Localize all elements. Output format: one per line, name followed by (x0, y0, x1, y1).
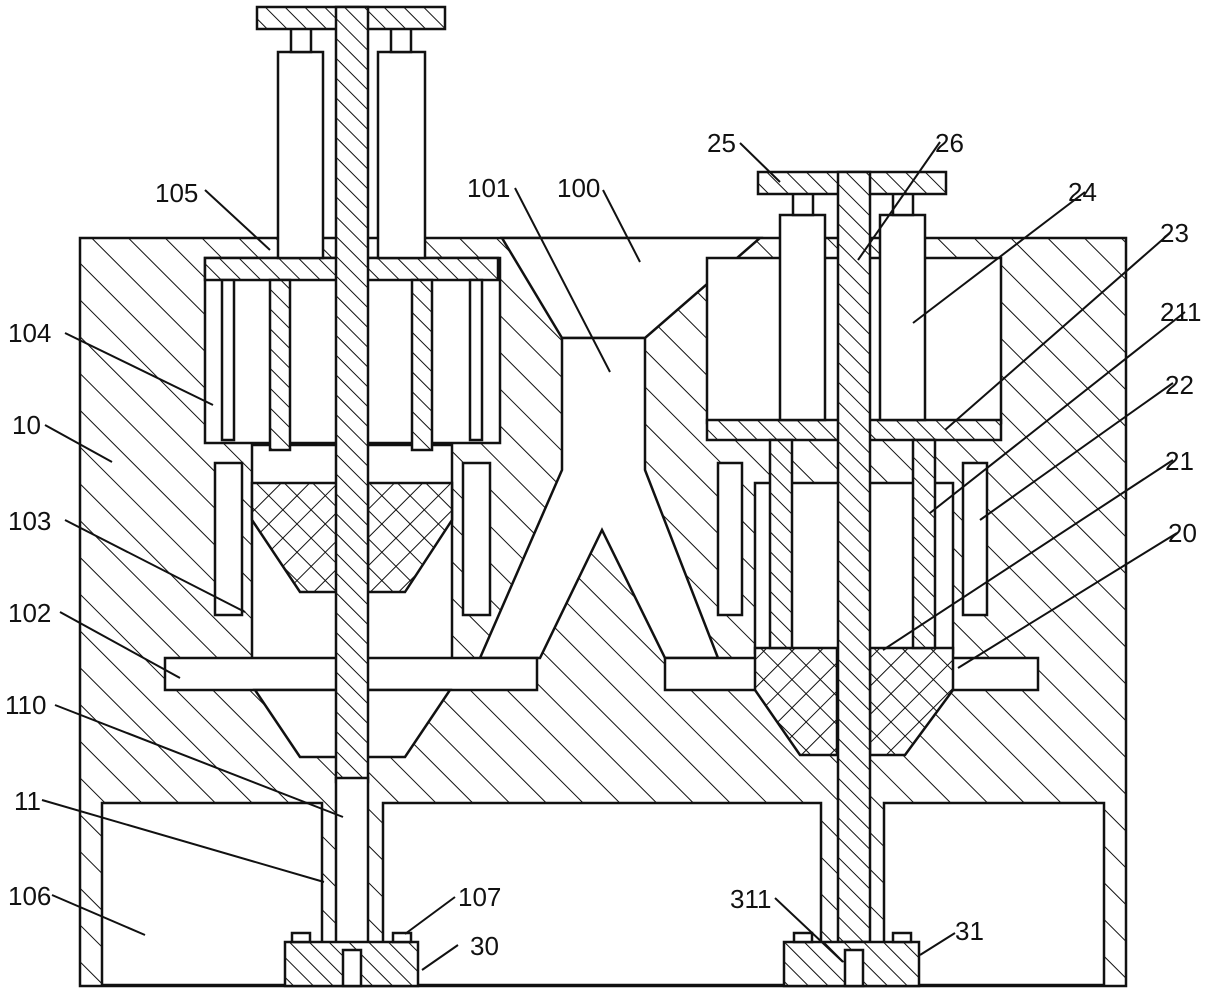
label-25: 25 (707, 128, 736, 158)
label-30: 30 (470, 931, 499, 961)
feed-funnel (478, 236, 764, 660)
label-110: 110 (5, 690, 46, 720)
left-plugs (250, 481, 454, 594)
label-102: 102 (8, 598, 51, 628)
label-21: 21 (1165, 446, 1194, 476)
lower-cavities (100, 801, 1106, 987)
label-104: 104 (8, 318, 51, 348)
label-106: 106 (8, 881, 51, 911)
label-107: 107 (458, 882, 501, 912)
label-100: 100 (557, 173, 600, 203)
label-11: 11 (14, 786, 41, 816)
label-211: 211 (1160, 297, 1201, 327)
label-24: 24 (1068, 177, 1097, 207)
label-20: 20 (1168, 518, 1197, 548)
reference-labels: 105 104 10 103 102 110 11 106 101 100 25… (5, 128, 1201, 961)
label-311: 311 (730, 884, 771, 914)
bottom-blocks (283, 931, 921, 988)
left-rod (334, 5, 370, 945)
label-22: 22 (1165, 370, 1194, 400)
label-103: 103 (8, 506, 51, 536)
leader-lines (41, 141, 1186, 971)
right-chamber (663, 170, 1040, 944)
label-10: 10 (12, 410, 41, 440)
label-105: 105 (155, 178, 198, 208)
label-26: 26 (935, 128, 964, 158)
label-23: 23 (1160, 218, 1189, 248)
label-101: 101 (467, 173, 510, 203)
label-31: 31 (955, 916, 984, 946)
